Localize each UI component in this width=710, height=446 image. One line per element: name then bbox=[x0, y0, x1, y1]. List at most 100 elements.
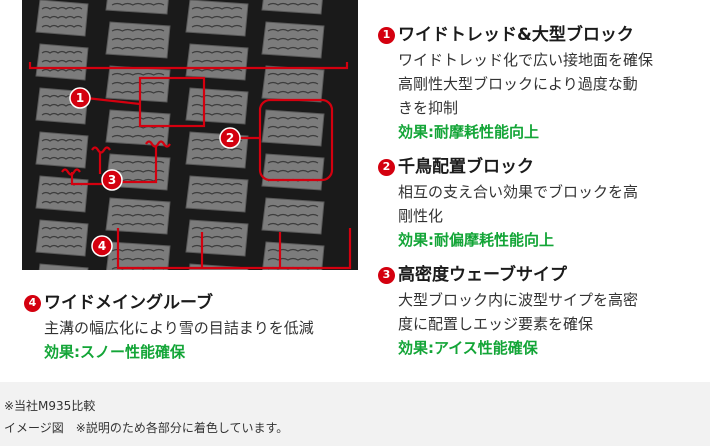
feature-effect: 効果:耐偏摩耗性能向上 bbox=[398, 231, 554, 249]
tread-block bbox=[261, 197, 325, 235]
wave-sipe bbox=[111, 2, 165, 6]
wave-sipe bbox=[191, 112, 243, 116]
wave-sipe bbox=[191, 156, 243, 160]
wave-sipe bbox=[191, 68, 243, 72]
feature-description: 大型ブロック内に波型サイプを高密 度に配置しエッジ要素を確保 bbox=[398, 291, 639, 333]
tread-block bbox=[185, 219, 249, 257]
wave-sipe bbox=[267, 169, 319, 173]
wave-sipe bbox=[111, 160, 165, 164]
callout-badge-4: 4 bbox=[91, 235, 113, 257]
tire-tread-illustration: 1 2 3 4 bbox=[22, 0, 358, 270]
callout-overlays bbox=[28, 62, 352, 270]
staggered-block-highlight bbox=[258, 98, 334, 182]
wave-sipe bbox=[267, 46, 319, 50]
wave-sipe bbox=[111, 37, 165, 41]
wave-sipe bbox=[111, 134, 165, 138]
tread-block bbox=[105, 21, 171, 59]
tread-block bbox=[185, 43, 249, 81]
feature-title-text: ワイドメイングルーブ bbox=[44, 293, 213, 313]
feature-title: 4 ワイドメイングルーブ bbox=[24, 292, 369, 314]
svg-text:2: 2 bbox=[226, 131, 234, 145]
callout-3-leader-a bbox=[70, 172, 104, 186]
wave-sipe bbox=[267, 81, 319, 85]
wave-sipe bbox=[41, 147, 83, 151]
wave-sipe bbox=[191, 24, 243, 28]
wave-sipe bbox=[41, 68, 83, 72]
wave-sipe bbox=[267, 213, 319, 217]
wave-sipe bbox=[41, 6, 83, 10]
groove-bracket bbox=[116, 228, 352, 270]
wave-sipe bbox=[267, 248, 319, 252]
tread-block bbox=[105, 241, 171, 270]
tread-block bbox=[261, 65, 325, 103]
wave-sipe bbox=[111, 213, 165, 217]
feature-title: 2 千鳥配置ブロック bbox=[378, 156, 703, 178]
tread-block bbox=[35, 219, 89, 257]
wave-sipe bbox=[41, 15, 83, 19]
wave-sipe bbox=[267, 90, 319, 94]
callout-badges: 1 2 3 4 bbox=[69, 87, 241, 257]
wave-sipe bbox=[111, 90, 165, 94]
callout-badge-3: 3 bbox=[101, 169, 123, 191]
wave-sipe bbox=[41, 112, 83, 116]
footnote-image-note: イメージ図 ※説明のため各部分に着色しています。 bbox=[4, 421, 289, 435]
wave-sipe bbox=[111, 81, 165, 85]
content-panel: 1 2 3 4 1 ワイドトレッド&大型ブロック bbox=[0, 0, 710, 382]
wave-sipe bbox=[41, 226, 83, 230]
feature-description: 相互の支え合い効果でブロックを高 剛性化 bbox=[398, 183, 639, 225]
callout-badge-2: 2 bbox=[219, 127, 241, 149]
tread-block bbox=[35, 43, 89, 81]
wave-sipe-mark-c bbox=[145, 140, 171, 148]
wave-sipe bbox=[41, 138, 83, 142]
wave-sipe bbox=[267, 2, 319, 6]
wave-sipe bbox=[111, 222, 165, 226]
feature-wave-sipes: 3 高密度ウェーブサイプ 大型ブロック内に波型サイプを高密 度に配置しエッジ要素… bbox=[378, 264, 703, 360]
wave-sipe bbox=[191, 200, 243, 204]
wave-sipe bbox=[191, 15, 243, 19]
svg-text:3: 3 bbox=[108, 173, 116, 187]
feature-title: 1 ワイドトレッド&大型ブロック bbox=[378, 24, 703, 46]
wave-sipe bbox=[191, 94, 243, 98]
feature-title-text: ワイドトレッド&大型ブロック bbox=[398, 25, 634, 45]
wave-sipe bbox=[41, 24, 83, 28]
tread-block bbox=[35, 131, 89, 169]
svg-text:1: 1 bbox=[76, 91, 84, 105]
wave-sipe bbox=[41, 50, 83, 54]
svg-text:4: 4 bbox=[98, 239, 106, 253]
wave-sipe bbox=[267, 204, 319, 208]
feature-description: ワイドトレッド化で広い接地面を確保 高剛性大型ブロックにより過度な動 きを抑制 bbox=[398, 51, 654, 117]
wave-sipe bbox=[267, 134, 319, 138]
feature-effect: 効果:耐摩耗性能向上 bbox=[398, 123, 539, 141]
tread-block bbox=[185, 0, 249, 37]
wave-sipe bbox=[111, 257, 165, 261]
feature-title-text: 千鳥配置ブロック bbox=[398, 157, 534, 177]
feature-number-badge: 3 bbox=[378, 266, 395, 284]
footnote-comparison: ※当社M935比較 bbox=[4, 399, 96, 413]
tread-block bbox=[185, 175, 249, 213]
wave-sipe bbox=[41, 191, 83, 195]
tread-block bbox=[261, 153, 325, 191]
wave-sipe bbox=[191, 103, 243, 107]
tread-block bbox=[38, 263, 89, 270]
tread-block bbox=[35, 175, 89, 213]
wave-sipe bbox=[191, 182, 243, 186]
wave-sipe bbox=[191, 50, 243, 54]
wave-sipe bbox=[267, 116, 319, 120]
tread-block bbox=[261, 241, 325, 270]
wave-sipe bbox=[111, 46, 165, 50]
feature-number-badge: 4 bbox=[24, 294, 41, 312]
tread-block bbox=[105, 65, 171, 103]
wave-sipe bbox=[267, 222, 319, 226]
wave-sipe bbox=[191, 6, 243, 10]
tread-block bbox=[261, 21, 325, 59]
feature-effect: 効果:アイス性能確保 bbox=[398, 339, 538, 357]
callout-1-leader bbox=[85, 96, 141, 106]
callout-3-leader-c bbox=[120, 146, 158, 184]
wave-sipe-mark-b bbox=[91, 146, 111, 154]
wave-sipe bbox=[191, 147, 243, 151]
wave-sipe bbox=[41, 235, 83, 239]
callout-badge-1: 1 bbox=[69, 87, 91, 109]
feature-title: 3 高密度ウェーブサイプ bbox=[378, 264, 703, 286]
wave-sipe bbox=[41, 59, 83, 63]
wide-tread-bracket bbox=[28, 62, 349, 70]
